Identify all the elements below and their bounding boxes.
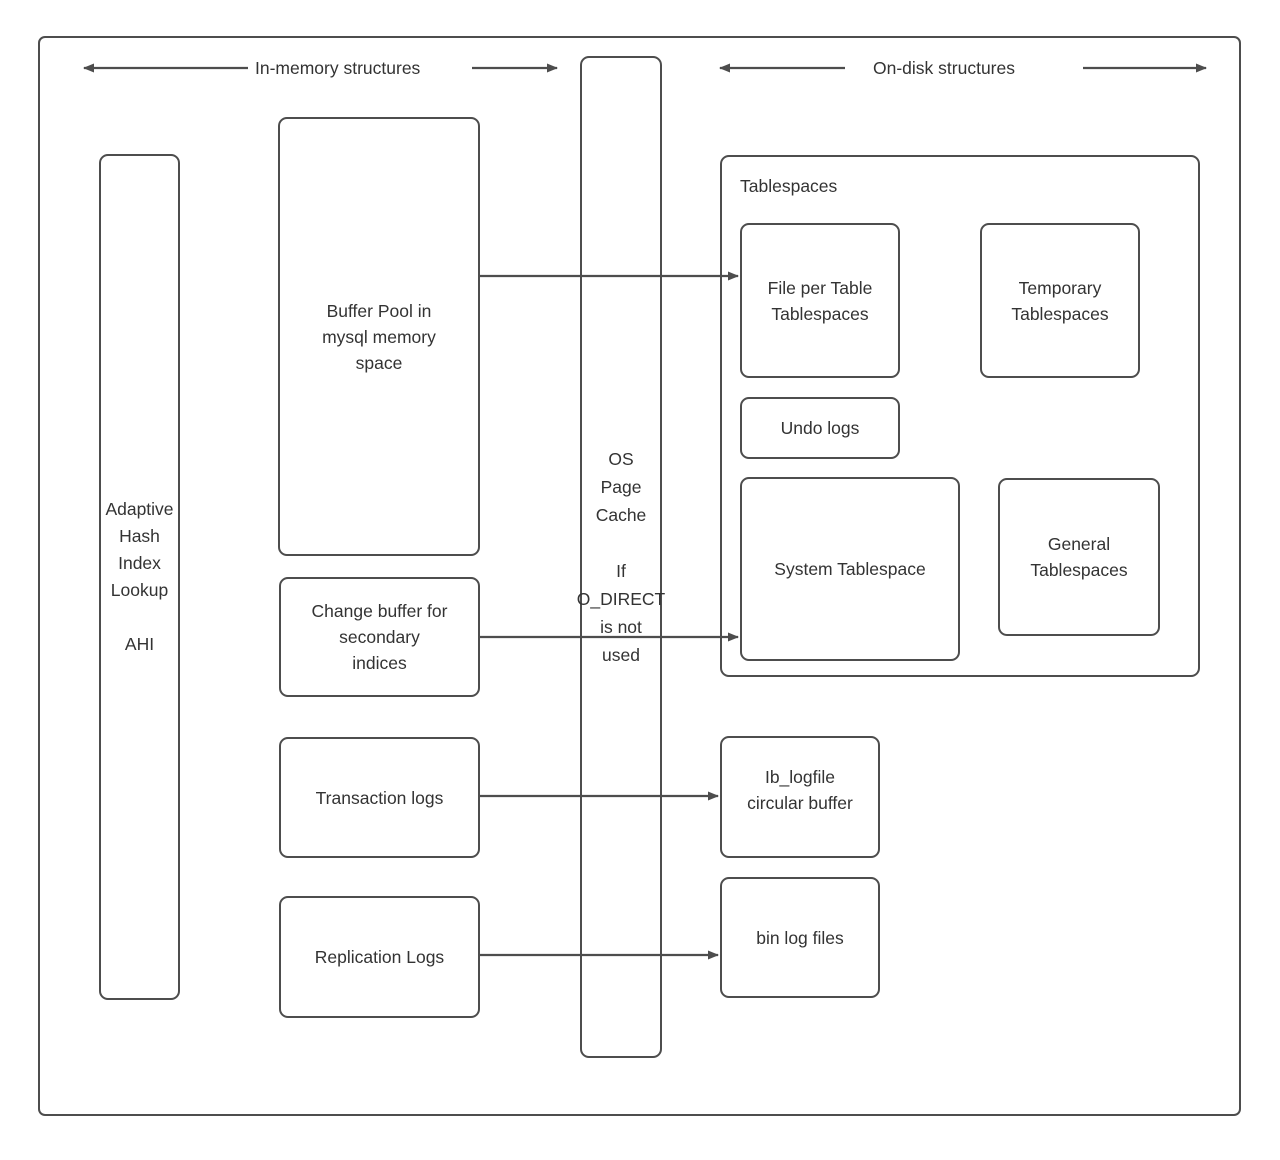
box-temporary-tablespaces[interactable]: Temporary Tablespaces <box>980 223 1140 378</box>
box-general-tablespaces-label: General Tablespaces <box>1030 534 1128 580</box>
box-buffer-pool[interactable]: Buffer Pool in mysql memory space <box>278 117 480 556</box>
box-os-page-cache[interactable]: OS Page Cache If O_DIRECT is not used <box>577 56 665 1058</box>
box-bin-log-files-label: bin log files <box>756 928 844 948</box>
box-transaction-logs[interactable]: Transaction logs <box>279 737 480 858</box>
outer-frame <box>38 36 1241 1116</box>
box-change-buffer[interactable]: Change buffer for secondary indices <box>279 577 480 697</box>
box-replication-logs[interactable]: Replication Logs <box>279 896 480 1018</box>
box-temporary-tablespaces-label: Temporary Tablespaces <box>1011 277 1109 324</box>
header-label-on-disk: On-disk structures <box>873 58 1015 78</box>
box-file-per-table-tablespaces-label: File per Table Tablespaces <box>767 277 873 324</box>
box-undo-logs-label: Undo logs <box>780 418 860 438</box>
box-bin-log-files[interactable]: bin log files <box>720 877 880 998</box>
box-general-tablespaces[interactable]: General Tablespaces <box>998 478 1160 636</box>
box-buffer-pool-label: Buffer Pool in mysql memory space <box>322 300 436 373</box>
group-tablespaces: Tablespaces <box>720 155 1200 677</box>
group-tablespaces-label: Tablespaces <box>740 176 838 196</box>
box-adaptive-hash-index-label: Adaptive Hash Index Lookup AHI <box>105 499 174 654</box>
box-change-buffer-label: Change buffer for secondary indices <box>311 601 448 673</box>
box-system-tablespace-label: System Tablespace <box>774 559 926 579</box>
box-replication-logs-label: Replication Logs <box>314 947 445 967</box>
header-label-in-memory: In-memory structures <box>255 58 421 78</box>
box-file-per-table-tablespaces[interactable]: File per Table Tablespaces <box>740 223 900 378</box>
box-undo-logs[interactable]: Undo logs <box>740 397 900 459</box>
box-ib-logfile-label: Ib_logfile circular buffer <box>747 767 853 813</box>
box-system-tablespace[interactable]: System Tablespace <box>740 477 960 661</box>
box-os-page-cache-label: OS Page Cache If O_DIRECT is not used <box>576 449 666 665</box>
box-ib-logfile[interactable]: Ib_logfile circular buffer <box>720 736 880 858</box>
box-transaction-logs-label: Transaction logs <box>315 787 444 808</box>
box-adaptive-hash-index[interactable]: Adaptive Hash Index Lookup AHI <box>99 154 180 1000</box>
